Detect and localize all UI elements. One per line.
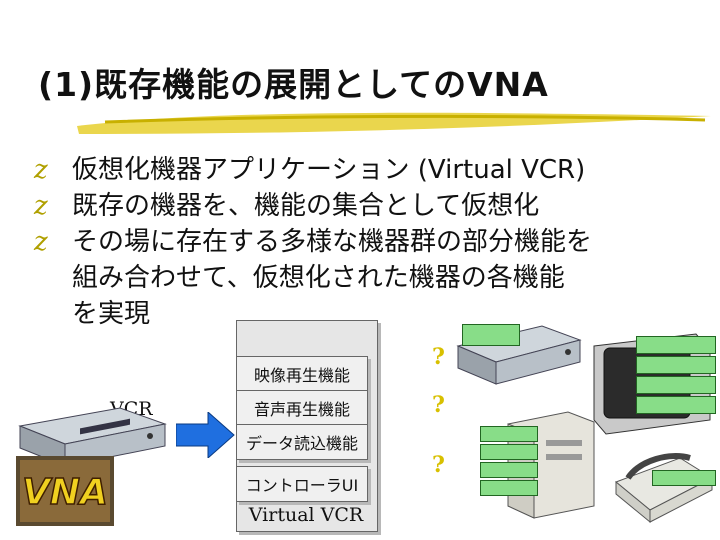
z-bullet-icon: z — [34, 152, 48, 188]
z-bullet-icon: z — [34, 224, 48, 260]
device-function-box — [636, 376, 716, 394]
device-function-box — [462, 324, 520, 346]
z-bullet-icon: z — [34, 188, 48, 224]
controller-ui-function: コントローラUI — [236, 466, 368, 502]
bullet-text: その場に存在する多様な機器群の部分機能を — [72, 227, 592, 257]
data-read-function: データ読込機能 — [236, 424, 368, 460]
audio-playback-function: 音声再生機能 — [236, 390, 368, 426]
bullet-item: z 仮想化機器アプリケーション (Virtual VCR) — [30, 152, 710, 188]
virtual-vcr-label: Virtual VCR — [236, 504, 376, 526]
vna-logo: VNA — [16, 456, 114, 526]
bullet-text: 組み合わせて、仮想化された機器の各機能 — [72, 263, 565, 293]
question-mark: ? — [432, 392, 445, 418]
device-function-box — [480, 480, 538, 496]
device-function-box — [636, 356, 716, 374]
question-mark: ? — [432, 452, 445, 478]
slide-title: (1)既存機能の展開としてのVNA — [38, 58, 549, 106]
bullet-item: z 既存の機器を、機能の集合として仮想化 — [30, 188, 710, 224]
telephone-icon — [610, 448, 716, 528]
device-function-box — [480, 444, 538, 460]
device-function-box — [636, 336, 716, 354]
arrow-right-icon — [176, 412, 236, 458]
bullet-continuation: 組み合わせて、仮想化された機器の各機能 — [30, 260, 710, 296]
question-mark: ? — [432, 344, 445, 370]
device-function-box — [480, 462, 538, 478]
device-function-box — [636, 396, 716, 414]
bullet-item: z その場に存在する多様な機器群の部分機能を — [30, 224, 710, 260]
bullet-text: 仮想化機器アプリケーション (Virtual VCR) — [72, 155, 585, 185]
video-playback-function: 映像再生機能 — [236, 356, 368, 392]
bullet-list: z 仮想化機器アプリケーション (Virtual VCR) z 既存の機器を、機… — [30, 152, 710, 332]
device-function-box — [652, 470, 716, 486]
device-function-box — [480, 426, 538, 442]
title-underline-stroke — [75, 108, 715, 138]
vna-logo-text: VNA — [22, 472, 108, 513]
bullet-text: 既存の機器を、機能の集合として仮想化 — [72, 191, 539, 221]
bullet-text: を実現 — [72, 299, 150, 329]
